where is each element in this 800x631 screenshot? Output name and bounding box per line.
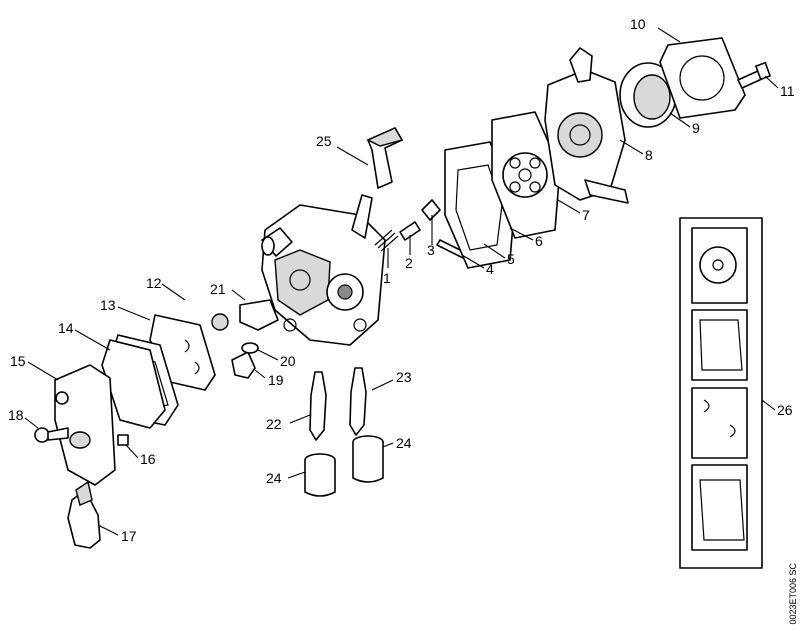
callout-17: 17 bbox=[121, 528, 137, 544]
callout-5: 5 bbox=[507, 251, 515, 267]
callout-20: 20 bbox=[280, 353, 296, 369]
callout-24-left: 24 bbox=[266, 470, 282, 486]
callout-10: 10 bbox=[630, 16, 646, 32]
callout-11: 11 bbox=[780, 83, 795, 99]
callout-14: 14 bbox=[58, 320, 74, 336]
part-10-cover-plate bbox=[659, 37, 746, 119]
part-20-o-ring bbox=[241, 342, 259, 354]
callout-13: 13 bbox=[100, 297, 116, 313]
callout-23: 23 bbox=[396, 369, 412, 385]
part-16-plug bbox=[117, 434, 129, 446]
callout-15: 15 bbox=[10, 353, 26, 369]
leader-lines bbox=[24, 27, 779, 536]
callout-24-right: 24 bbox=[396, 435, 412, 451]
callout-18: 18 bbox=[8, 407, 24, 423]
carburetor-body bbox=[261, 194, 386, 346]
part-17-adjusting-screw bbox=[67, 480, 101, 549]
callout-12: 12 bbox=[146, 275, 162, 291]
part-26-repair-kit bbox=[679, 217, 763, 569]
callout-16: 16 bbox=[140, 451, 156, 467]
callout-7: 7 bbox=[582, 207, 590, 223]
callout-9: 9 bbox=[692, 120, 700, 136]
part-24-cap-left bbox=[304, 453, 336, 497]
callout-22: 22 bbox=[266, 416, 282, 432]
part-23-needle bbox=[349, 367, 367, 436]
callout-19: 19 bbox=[268, 372, 284, 388]
callout-2: 2 bbox=[405, 255, 413, 271]
part-18-screw bbox=[34, 427, 69, 443]
part-25-choke-lever bbox=[366, 127, 404, 189]
drawing-code: 0023ET006 SC bbox=[788, 563, 798, 625]
part-7-diaphragm bbox=[491, 111, 561, 239]
part-19-fitting bbox=[231, 351, 256, 379]
part-9-ring bbox=[619, 62, 677, 128]
callout-labels: 1 2 3 4 5 6 7 8 9 10 11 12 13 14 15 16 1… bbox=[8, 16, 795, 544]
part-8-pump-cover bbox=[544, 47, 629, 204]
callout-26: 26 bbox=[777, 402, 793, 418]
callout-1: 1 bbox=[383, 270, 391, 286]
callout-8: 8 bbox=[645, 147, 653, 163]
callout-25: 25 bbox=[316, 133, 332, 149]
part-21-screen bbox=[211, 299, 279, 331]
part-24-cap-right bbox=[352, 435, 384, 483]
callout-6: 6 bbox=[535, 233, 543, 249]
part-11-screw bbox=[737, 61, 771, 89]
callout-21: 21 bbox=[210, 281, 226, 297]
part-22-needle bbox=[309, 371, 327, 441]
callout-3: 3 bbox=[427, 242, 435, 258]
callout-4: 4 bbox=[486, 261, 494, 277]
part-15-cover bbox=[54, 364, 116, 486]
part-14-gasket bbox=[101, 339, 166, 429]
